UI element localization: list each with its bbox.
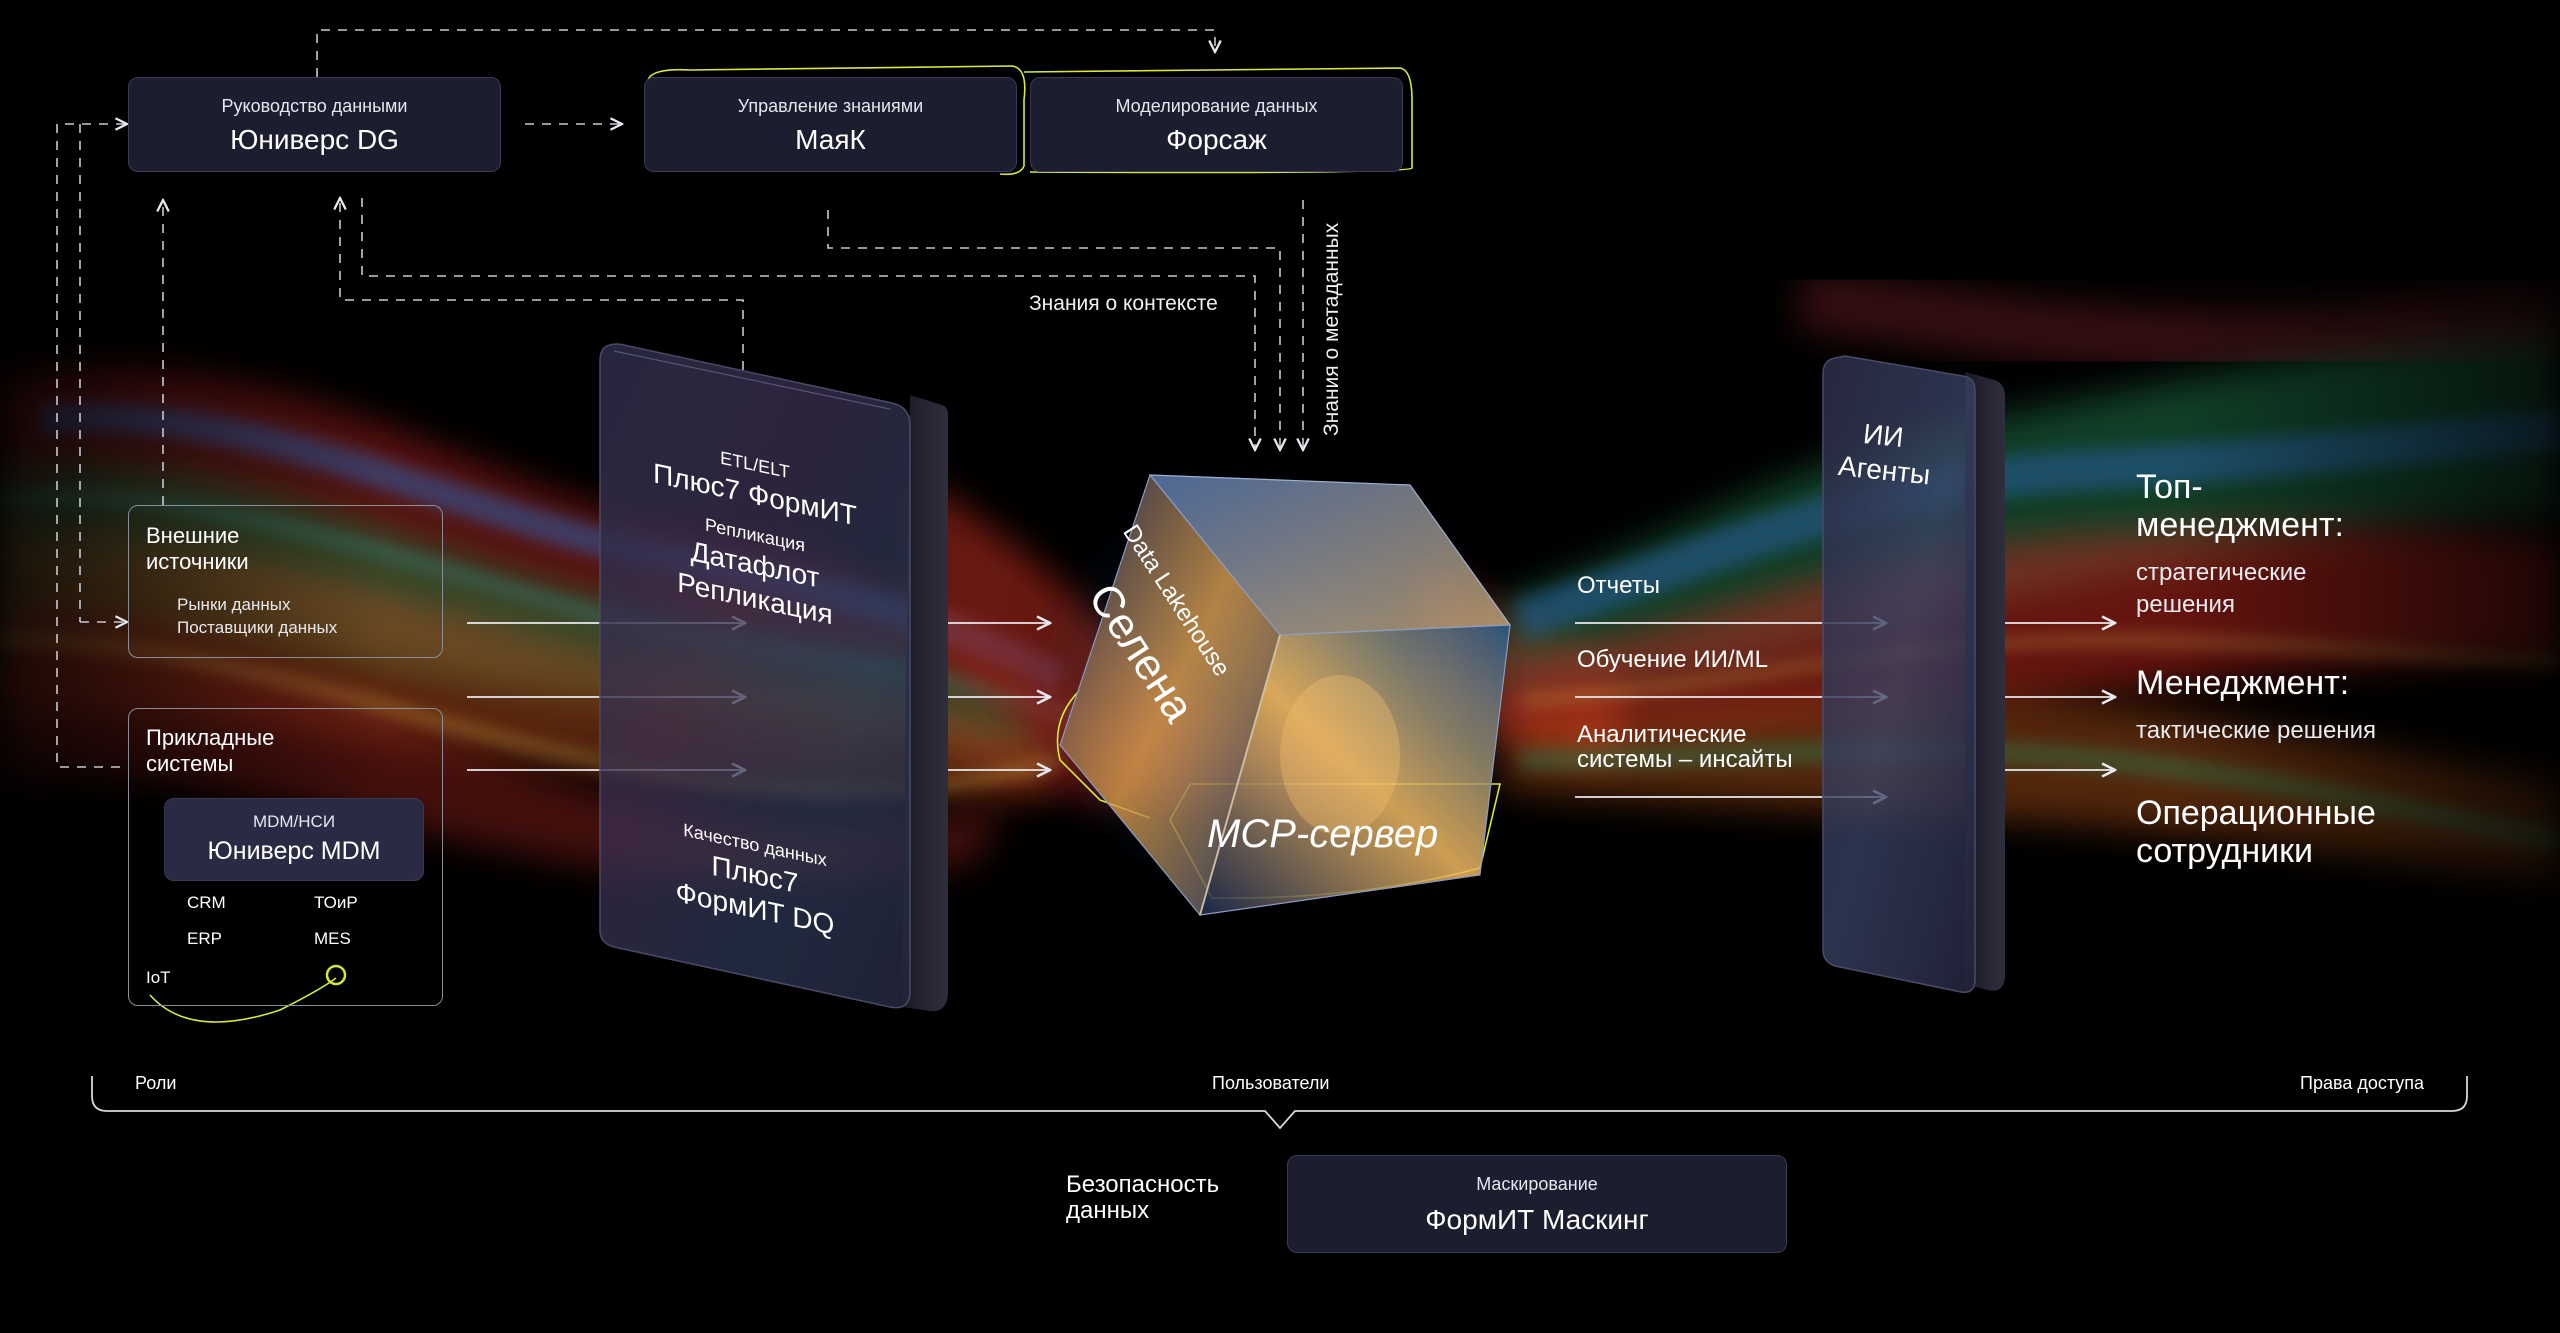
strategic-decisions-line2: решения <box>2136 591 2235 618</box>
data-security-line2: данных <box>1066 1197 1150 1224</box>
tactical-decisions-label: тактические решения <box>2136 717 2376 744</box>
crm-label: CRM <box>187 893 226 912</box>
box-formit-masking[interactable]: Маскирование ФормИТ Маскинг <box>1287 1155 1787 1253</box>
external-title-line1: Внешние <box>146 523 240 548</box>
external-sources-group <box>128 505 443 658</box>
highlight-cube-edge <box>1056 689 1151 819</box>
management-label: Менеджмент: <box>2136 664 2350 702</box>
box-universe-mdm[interactable]: MDM/НСИ Юниверс MDM <box>164 798 424 881</box>
ai-agents-slab <box>1822 355 2005 993</box>
etl-panel-text: ETL/ELT Плюс7 ФормИТ Репликация Датафлот… <box>600 350 910 1066</box>
ai-agents-line1: ИИ <box>1861 418 1906 454</box>
access-rights-label: Права доступа <box>2300 1073 2425 1093</box>
dashed-left-loop <box>56 124 127 768</box>
bottom-brace <box>91 1076 2468 1130</box>
analytics-label-line2: системы – инсайты <box>1577 746 1793 773</box>
operational-staff-line2: сотрудники <box>2136 832 2313 870</box>
context-knowledge-label: Знания о контексте <box>1029 292 1218 315</box>
box-mayak[interactable]: Управление знаниями МаяК <box>644 77 1017 172</box>
mdm-caption: MDM/НСИ <box>252 812 336 831</box>
reports-label: Отчеты <box>1577 572 1660 599</box>
masking-caption: Маскирование <box>1476 1174 1598 1194</box>
users-label: Пользователи <box>1212 1073 1330 1093</box>
box-forsazh[interactable]: Моделирование данных Форсаж <box>1030 77 1403 172</box>
top-management-line1: Топ- <box>2136 468 2203 506</box>
dg-caption: Руководство данными <box>221 96 408 116</box>
dg-title: Юниверс DG <box>230 124 399 155</box>
highlight-mayak <box>647 65 1026 176</box>
applied-systems-group <box>128 708 443 1006</box>
data-markets-label: Рынки данных <box>177 595 291 614</box>
data-providers-label: Поставщики данных <box>177 618 338 637</box>
masking-title: ФормИТ Маскинг <box>1425 1204 1649 1235</box>
forsazh-title: Форсаж <box>1166 124 1267 155</box>
top-management-line2: менеджмент: <box>2136 506 2344 544</box>
dashed-mayak-to-cube <box>827 210 1280 450</box>
analytics-label-line1: Аналитические <box>1577 721 1747 748</box>
dashed-dg-to-cube <box>361 198 1255 450</box>
ai-ml-training-label: Обучение ИИ/ML <box>1577 646 1768 673</box>
dashed-top-loop <box>316 29 1215 77</box>
ai-agents-face <box>1822 355 1976 993</box>
applied-title-line1: Прикладные <box>146 725 275 750</box>
box-universe-dg[interactable]: Руководство данными Юниверс DG <box>128 77 501 172</box>
external-title-line2: источники <box>146 549 249 574</box>
mdm-title: Юниверс MDM <box>207 837 381 865</box>
etl-panel-slab <box>599 343 948 1012</box>
roles-label: Роли <box>135 1073 177 1093</box>
data-lakehouse-cube <box>1059 473 1512 917</box>
etl-panel-side <box>902 395 948 1012</box>
erp-label: ERP <box>187 929 222 948</box>
mayak-title: МаяК <box>795 124 866 155</box>
dashed-etl-to-dg <box>340 198 744 370</box>
forsazh-caption: Моделирование данных <box>1115 96 1318 116</box>
toir-label: ТОиР <box>314 893 358 912</box>
metadata-knowledge-label: Знания о метаданных <box>1320 222 1343 436</box>
etl-panel-face <box>599 343 911 1009</box>
strategic-decisions-line1: стратегические <box>2136 559 2307 586</box>
mcp-server-label: MCP-сервер <box>1207 812 1439 856</box>
applied-title-line2: системы <box>146 751 234 776</box>
operational-staff-line1: Операционные <box>2136 794 2376 832</box>
mayak-caption: Управление знаниями <box>737 96 924 116</box>
iot-label: IoT <box>146 968 171 987</box>
mes-label: MES <box>314 929 351 948</box>
highlight-iot-link <box>149 977 337 1023</box>
data-security-line1: Безопасность <box>1066 1171 1220 1198</box>
